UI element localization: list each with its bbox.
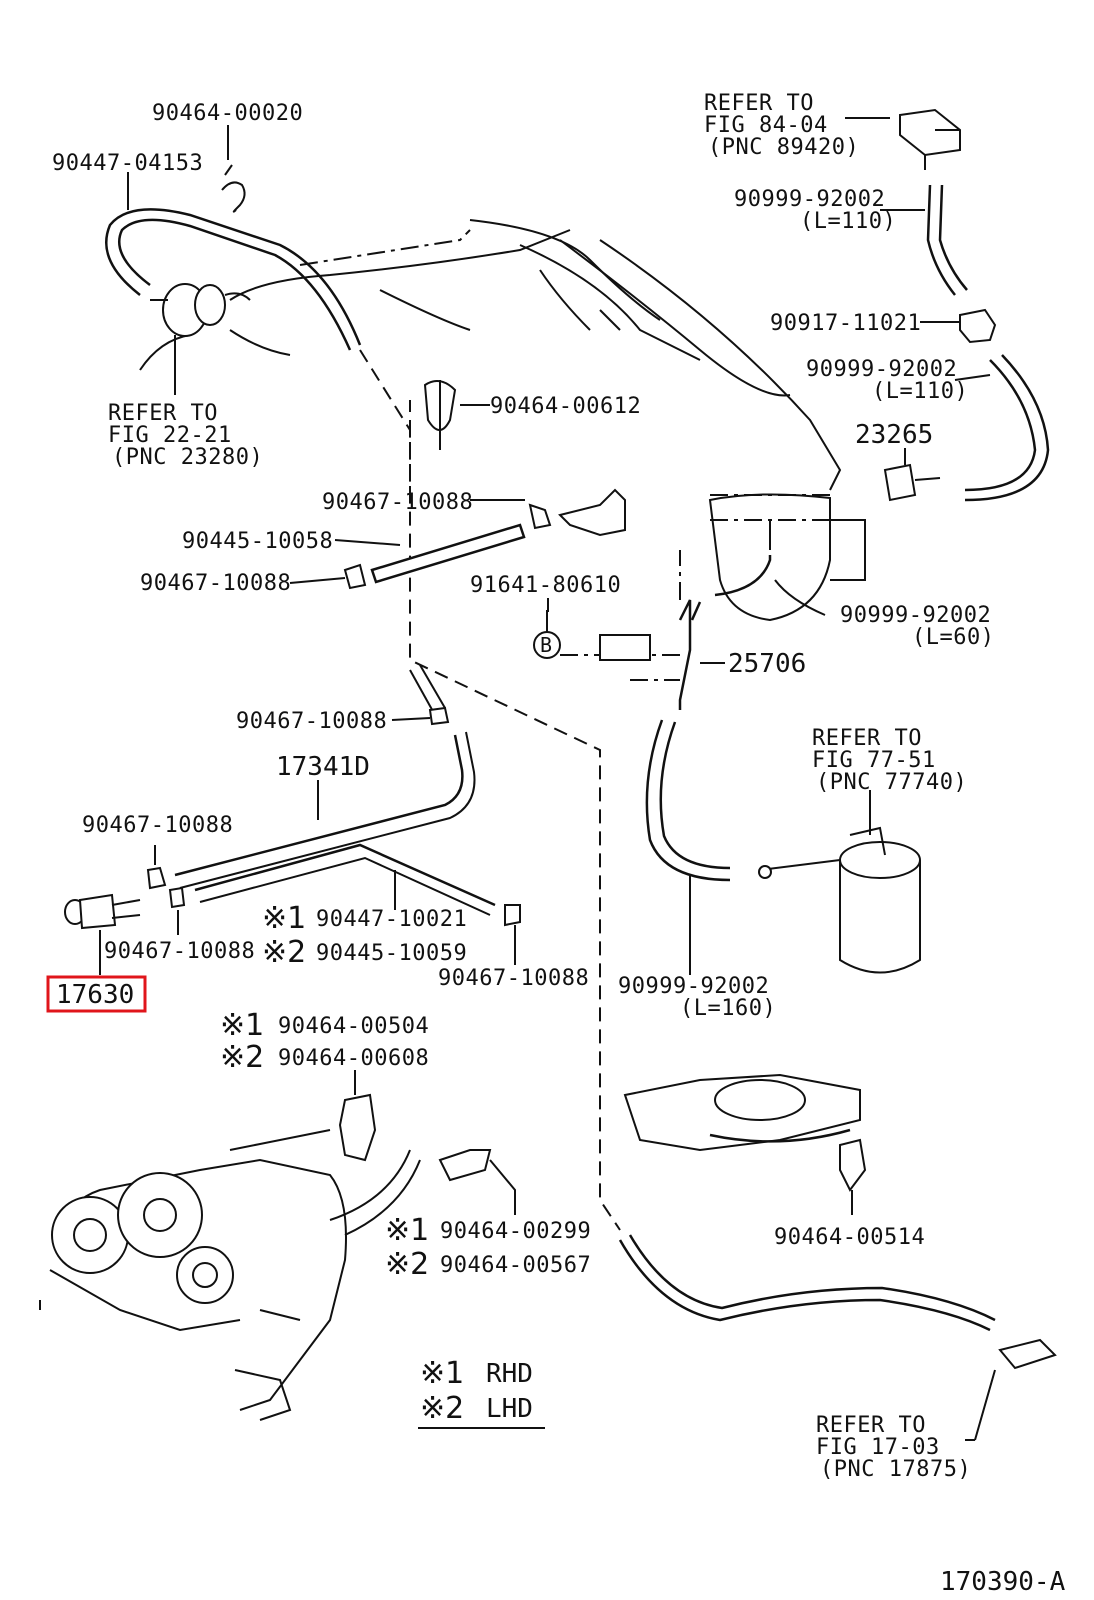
label-23265: 23265 <box>855 420 933 450</box>
label-90467-10088-b: 90467-10088 <box>140 571 291 596</box>
bolt-91641-80610: B <box>533 610 651 661</box>
part-labels: 90464-00020 90447-04153 REFER TO FIG 22-… <box>52 91 1066 1597</box>
clamp-90467-10088-left <box>343 563 367 590</box>
label-17630[interactable]: 17630 <box>56 980 134 1010</box>
hose-90999-92002-upper <box>926 184 968 296</box>
label-90917-11021: 90917-11021 <box>770 311 921 336</box>
label-90464-00504: 90464-00504 <box>278 1014 429 1039</box>
leader-lines <box>127 117 991 1441</box>
label-90999-92002-c: 90999-92002 <box>840 603 991 628</box>
sensor-90917-11021 <box>959 308 997 344</box>
hose-90999-92002-L160 <box>645 719 731 975</box>
label-90464-00514: 90464-00514 <box>774 1225 925 1250</box>
connector-89420 <box>899 108 961 170</box>
label-90464-00612: 90464-00612 <box>490 394 641 419</box>
vsv-17630 <box>64 845 186 975</box>
label-90464-00608: 90464-00608 <box>278 1046 429 1071</box>
vsv-component-23280 <box>150 283 251 395</box>
mark-2-a: ※2 <box>262 935 306 970</box>
label-90447-10021: 90447-10021 <box>316 907 467 932</box>
highlight-box <box>46 975 147 1013</box>
label-ref-17-03-line1: REFER TO <box>816 1413 926 1438</box>
label-90467-10088-c: 90467-10088 <box>236 709 387 734</box>
label-length-a: (L=110) <box>800 209 896 234</box>
clamp-90467-10088-17341D <box>428 706 450 726</box>
bracket-vsv <box>558 488 626 537</box>
label-91641-80610: 91641-80610 <box>470 573 621 598</box>
label-ref-84-04-line3: (PNC 89420) <box>708 135 859 160</box>
hose-90999-92002-lower <box>964 354 1050 502</box>
label-90467-10088-f: 90467-10088 <box>438 966 589 991</box>
fitting-23265 <box>883 455 941 502</box>
label-ref-77-51-line1: REFER TO <box>812 726 922 751</box>
legend-mark-2: ※2 <box>420 1391 464 1426</box>
clip-90464-00504-00608 <box>338 1070 377 1162</box>
highlight-17630[interactable]: 17630 <box>46 975 147 1013</box>
hose-lower-to-17875 <box>618 1234 1057 1441</box>
legend-lhd: LHD <box>486 1394 533 1424</box>
label-ref-77-51-line3: (PNC 77740) <box>816 770 967 795</box>
legend: ※1 RHD ※2 LHD <box>418 1356 545 1429</box>
reservoir-lower-right <box>623 1073 867 1215</box>
clip-90464-00612 <box>423 380 457 450</box>
label-90445-10058: 90445-10058 <box>182 529 333 554</box>
label-90467-10088-a: 90467-10088 <box>322 490 473 515</box>
hose-90447-10021 <box>194 843 496 916</box>
hose-90445-10058 <box>370 523 526 584</box>
mark-1-c: ※1 <box>385 1213 429 1248</box>
mark-2-c: ※2 <box>385 1247 429 1282</box>
label-90445-10059: 90445-10059 <box>316 941 467 966</box>
label-90464-00299: 90464-00299 <box>440 1219 591 1244</box>
label-90999-92002-a: 90999-92002 <box>734 187 885 212</box>
label-90464-00567: 90464-00567 <box>440 1253 591 1278</box>
mark-1-b: ※1 <box>220 1008 264 1043</box>
throttle-body <box>708 493 866 622</box>
vacuum-hose-90447-04153 <box>105 208 362 351</box>
label-ref-22-21-line2: FIG 22-21 <box>108 423 232 448</box>
mark-2-b: ※2 <box>220 1040 264 1075</box>
engine-block-lower <box>39 1129 421 1421</box>
label-ref-77-51-line2: FIG 77-51 <box>812 748 936 773</box>
charcoal-canister-77740 <box>758 800 921 974</box>
label-length-c: (L=60) <box>912 625 994 650</box>
tube-17341D <box>174 664 476 889</box>
label-length-b: (L=110) <box>872 379 968 404</box>
clamp-90467-10088-right <box>504 904 521 965</box>
label-25706: 25706 <box>728 649 806 679</box>
label-90999-92002-d: 90999-92002 <box>618 974 769 999</box>
label-ref-84-04-line2: FIG 84-04 <box>704 113 828 138</box>
label-90999-92002-b: 90999-92002 <box>806 357 957 382</box>
label-ref-17-03-line3: (PNC 17875) <box>820 1457 971 1482</box>
mark-1-a: ※1 <box>262 901 306 936</box>
clip-90464-00299-00567 <box>438 1149 516 1215</box>
label-ref-84-04-line1: REFER TO <box>704 91 814 116</box>
bolt-b-label: B <box>540 633 552 657</box>
label-90467-10088-d: 90467-10088 <box>82 813 233 838</box>
engine-outline <box>139 219 842 491</box>
clip-90464-00020 <box>221 164 246 213</box>
label-length-d: (L=160) <box>680 996 776 1021</box>
hose-25706 <box>678 599 702 710</box>
label-ref-22-21-line3: (PNC 23280) <box>112 445 263 470</box>
clamp-90467-10088-upper <box>528 503 552 530</box>
label-ref-17-03-line2: FIG 17-03 <box>816 1435 940 1460</box>
label-17341D: 17341D <box>276 752 370 782</box>
label-ref-22-21-line1: REFER TO <box>108 401 218 426</box>
label-90467-10088-e: 90467-10088 <box>104 939 255 964</box>
legend-rhd: RHD <box>486 1359 533 1389</box>
label-90447-04153: 90447-04153 <box>52 151 203 176</box>
legend-mark-1: ※1 <box>420 1356 464 1391</box>
label-90464-00020: 90464-00020 <box>152 101 303 126</box>
figure-id: 170390-A <box>940 1567 1066 1597</box>
